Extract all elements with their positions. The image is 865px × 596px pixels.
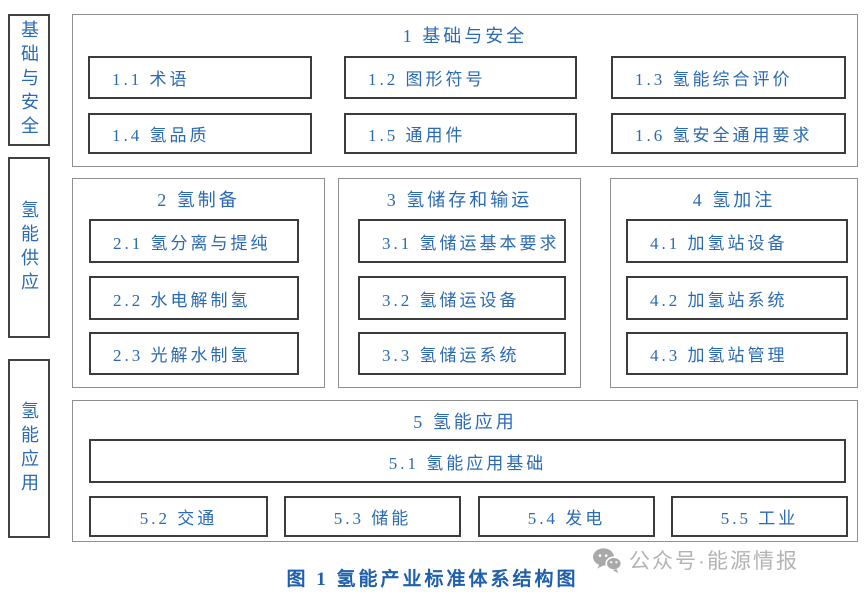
section-title: 5 氢能应用: [413, 412, 517, 432]
item-station-equipment: 4.1 加氢站设备: [626, 219, 848, 263]
side-label-text: 氢能应用: [19, 400, 39, 497]
item-safety-general-requirements: 1.6 氢安全通用要求: [611, 113, 846, 154]
item-station-management: 4.3 加氢站管理: [626, 332, 848, 375]
side-label-hydrogen-application: 氢能应用: [8, 359, 50, 538]
item-industry: 5.5 工业: [671, 496, 848, 537]
item-hydrogen-quality: 1.4 氢品质: [88, 113, 312, 154]
item-common-parts: 1.5 通用件: [344, 113, 577, 154]
section-hydrogen-production: 2 氢制备 2.1 氢分离与提纯 2.2 水电解制氢 2.3 光解水制氢: [72, 178, 325, 388]
section-foundation-safety: 1 基础与安全 1.1 术语 1.2 图形符号 1.3 氢能综合评价 1.4 氢…: [72, 14, 858, 167]
section-title: 2 氢制备: [157, 190, 240, 210]
watermark-text: 公众号·能源情报: [629, 550, 799, 573]
watermark: 公众号·能源情报: [592, 545, 799, 575]
side-label-text: 氢能供应: [19, 199, 39, 296]
item-terminology: 1.1 术语: [88, 56, 312, 99]
item-storage-systems: 3.3 氢储运系统: [358, 332, 566, 375]
item-water-electrolysis: 2.2 水电解制氢: [89, 276, 299, 320]
section-title: 1 基础与安全: [402, 26, 528, 46]
item-storage-equipment: 3.2 氢储运设备: [358, 276, 566, 320]
side-label-hydrogen-supply: 氢能供应: [8, 157, 50, 338]
section-title: 3 氢储存和输运: [386, 190, 533, 210]
item-graphic-symbols: 1.2 图形符号: [344, 56, 577, 99]
side-label-text: 基础与安全: [19, 20, 39, 140]
item-application-foundation: 5.1 氢能应用基础: [89, 439, 846, 483]
item-separation-purification: 2.1 氢分离与提纯: [89, 219, 299, 263]
item-photolysis: 2.3 光解水制氢: [89, 332, 299, 375]
item-station-systems: 4.2 加氢站系统: [626, 276, 848, 320]
section-hydrogen-application: 5 氢能应用 5.1 氢能应用基础 5.2 交通 5.3 储能 5.4 发电 5…: [72, 400, 858, 542]
item-energy-storage: 5.3 储能: [284, 496, 461, 537]
section-hydrogen-refueling: 4 氢加注 4.1 加氢站设备 4.2 加氢站系统 4.3 加氢站管理: [610, 178, 858, 388]
section-hydrogen-storage-transport: 3 氢储存和输运 3.1 氢储运基本要求 3.2 氢储运设备 3.3 氢储运系统: [338, 178, 581, 388]
item-transportation: 5.2 交通: [89, 496, 268, 537]
item-power-generation: 5.4 发电: [478, 496, 655, 537]
figure-caption: 图 1 氢能产业标准体系结构图: [286, 569, 579, 590]
item-storage-basic-requirements: 3.1 氢储运基本要求: [358, 219, 566, 263]
section-title: 4 氢加注: [692, 190, 776, 210]
wechat-icon: [593, 547, 622, 573]
item-comprehensive-evaluation: 1.3 氢能综合评价: [611, 56, 846, 99]
side-label-foundation-safety: 基础与安全: [8, 14, 50, 146]
